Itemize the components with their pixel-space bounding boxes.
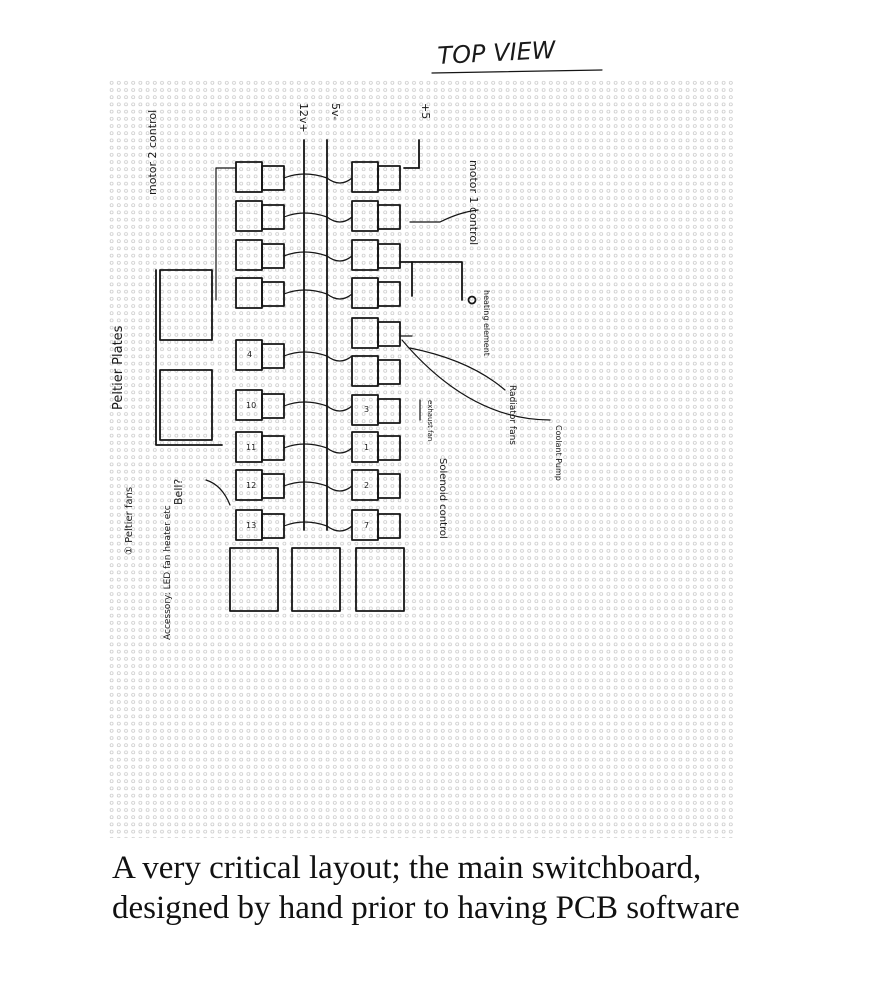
module-number-right-3: 3 (364, 405, 369, 414)
label-motor-1: motor 1 control (467, 160, 480, 245)
right-module-column (351, 161, 401, 541)
module-wiring (215, 167, 413, 532)
label-motor-2: motor 2 control (146, 110, 159, 195)
accessory-blocks (229, 547, 405, 612)
rail-label-12v: 12v+ (297, 103, 310, 133)
label-radiator-fans: Radiator fans (507, 385, 517, 445)
left-module-column (235, 161, 285, 541)
rail-label-5v: 5v- (329, 103, 342, 120)
module-number-right-1: 1 (364, 443, 369, 452)
module-number-left-12: 12 (246, 481, 256, 490)
label-peltier-plates: Peltier Plates (111, 325, 126, 410)
rail-label-plus5: +5 (419, 103, 432, 119)
perfboard-grid (108, 78, 733, 838)
label-coolant-pump: Coolant Pump (554, 425, 563, 481)
heading-top-view: TOP VIEW (437, 36, 558, 70)
module-number-left-4: 4 (247, 350, 252, 359)
module-number-right-2: 2 (364, 481, 369, 490)
heating-element-wiring (399, 261, 477, 305)
bus-rails (303, 139, 420, 531)
caption-line-2: designed by hand prior to having PCB sof… (112, 890, 740, 926)
label-peltier-fans: ① Peltier fans (124, 487, 135, 555)
label-accessory: Accessory: LED fan heater etc (163, 505, 173, 640)
module-number-left-13: 13 (246, 521, 256, 530)
module-number-left-10: 10 (246, 401, 256, 410)
peltier-plates (155, 269, 223, 446)
figure-caption: A very critical layout; the main switchb… (112, 848, 872, 928)
label-heating-element: heating element (482, 290, 491, 356)
label-solenoid-control: Solenoid control (437, 458, 448, 539)
module-number-right-7: 7 (364, 521, 369, 530)
label-bell: Bell? (172, 479, 185, 505)
caption-line-1: A very critical layout; the main switchb… (112, 850, 702, 886)
module-number-left-11: 11 (246, 443, 256, 452)
label-exhaust-fan: exhaust fan (426, 400, 434, 441)
annotation-arrows (205, 209, 551, 506)
